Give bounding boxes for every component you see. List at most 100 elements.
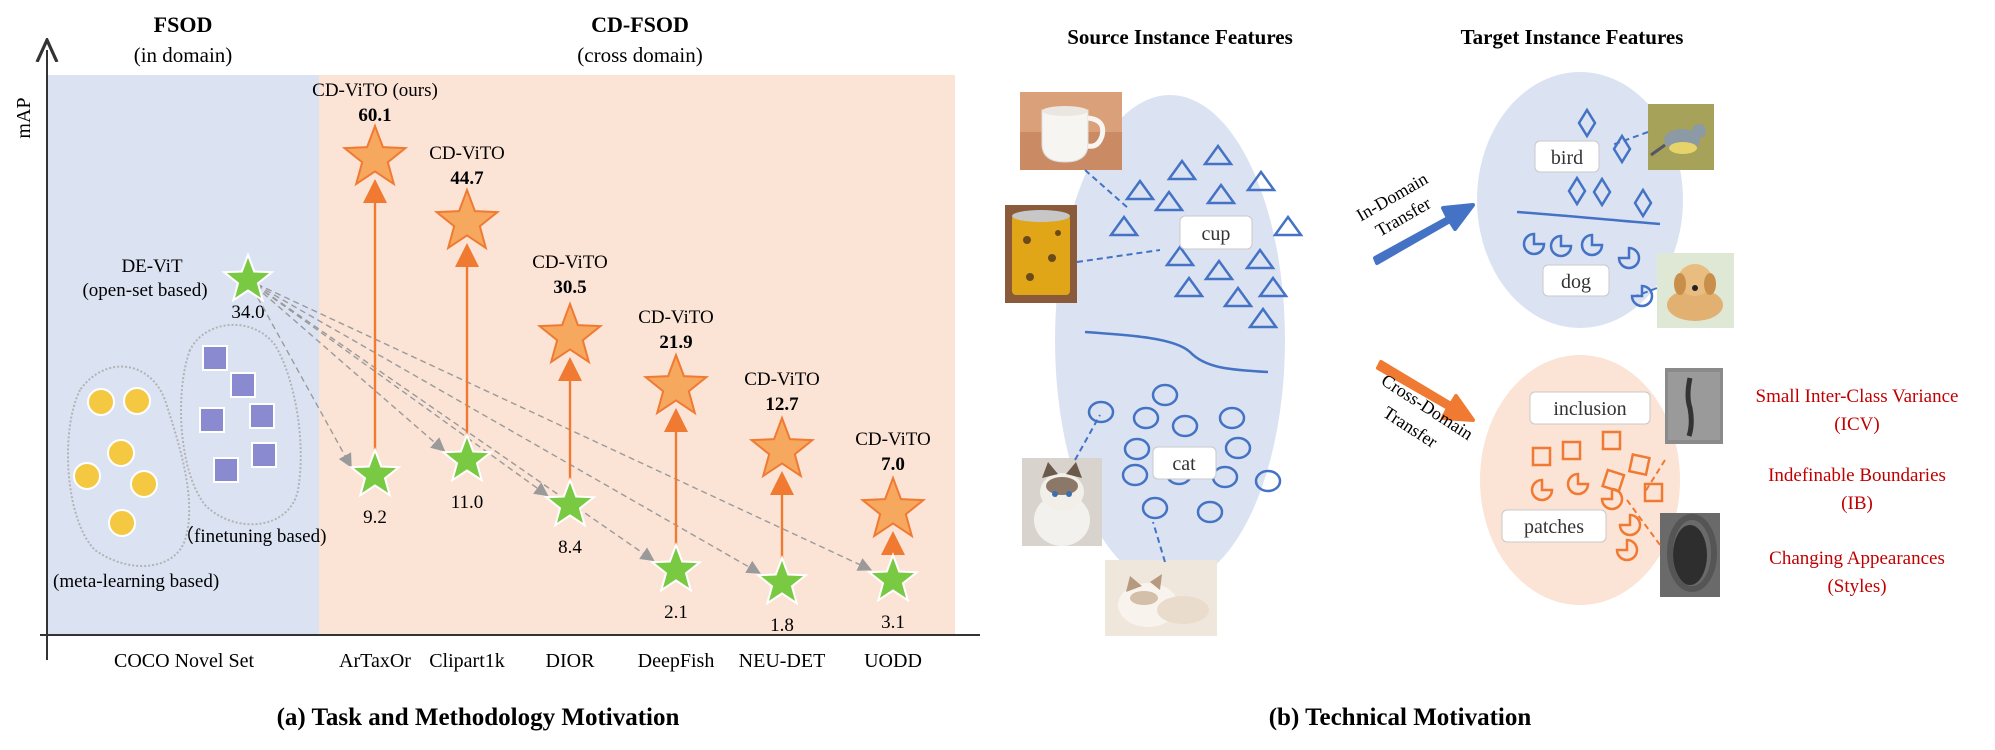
orange-pacmen [1530,472,1642,562]
cup-photo [1020,92,1122,170]
devit-column-value: 8.4 [558,537,582,558]
dataset-label: NEU-DET [739,650,826,672]
challenge-ib-line1: Indefinable Boundaries [1768,465,1946,486]
devit-star [866,552,920,603]
defect-photo-2 [1660,513,1720,597]
cdvito-star [433,187,501,251]
cdvito-value: 60.1 [358,105,391,126]
devit-transfer-line [247,279,549,497]
devit-column-value: 11.0 [451,492,484,513]
cdvito-label: CD-ViTO [429,143,505,164]
dataset-label: DIOR [546,650,596,672]
kitten-photo [1105,560,1217,636]
cdfsod-title: CD-FSOD [591,12,689,37]
dog-tag [1542,264,1610,297]
devit-transfer-line [247,279,655,562]
cup-tag [1179,215,1253,250]
patches-tag [1501,509,1607,543]
inclusion-tag [1529,391,1651,425]
cdvito-label: CD-ViTO [638,307,714,328]
devit-transfer-line [247,279,873,571]
cdvito-value: 21.9 [659,332,692,353]
dataset-label: UODD [864,650,922,672]
cat-tag [1152,446,1217,480]
bird-label: bird [1551,147,1583,169]
devit-transfer-line [247,279,352,468]
cdvito-star [642,352,710,416]
defect-photo-1 [1665,368,1723,444]
in-domain-arrow [1373,203,1475,265]
coco-label: COCO Novel Set [114,650,254,672]
target-title: Target Instance Features [1461,25,1684,49]
dog-label: dog [1561,271,1591,293]
finetuning-squares [199,345,277,483]
bird-photo-link [1611,131,1649,146]
defect-photo-1-link [1644,459,1666,493]
cross-domain-background [319,75,955,635]
cdvito-value: 30.5 [553,277,586,298]
cup-triangles [1108,143,1304,329]
y-axis-label: mAP [13,97,35,138]
cat-circles [1087,383,1282,524]
devit-name: DE-ViT [121,256,183,277]
cdvito-label: CD-ViTO [855,429,931,450]
devit-column-value: 9.2 [363,507,387,528]
transfer-dashed-lines [247,279,873,574]
cat-photo-link [1074,414,1101,461]
fsod-title: FSOD [154,12,213,37]
dataset-label: ArTaxOr [339,650,411,672]
panel-a-caption: (a) Task and Methodology Motivation [277,704,680,731]
source-boundary [1084,330,1269,374]
cdvito-label: CD-ViTO (ours) [312,80,438,101]
finetuning-cluster [180,323,302,526]
challenge-icv-line1: Small Inter-Class Variance [1756,386,1959,407]
cdvito-star [341,123,409,187]
panel-b-caption: (b) Technical Motivation [1269,704,1532,731]
devit-star [649,542,703,593]
cat-label: cat [1172,453,1196,475]
devit-star [440,432,494,483]
devit-star [755,555,809,606]
in-domain-background [47,75,319,635]
dog-photo-link [1635,287,1658,297]
bird-photo [1648,104,1714,170]
challenge-ib-line2: (IB) [1841,493,1873,514]
devit-desc: (open-set based) [82,280,207,301]
dataset-label: DeepFish [638,650,715,672]
inclusion-label: inclusion [1553,398,1626,420]
challenge-styles-line1: Changing Appearances [1769,548,1945,569]
bird-tag [1534,140,1600,173]
cross-domain-arrow [1376,360,1475,422]
devit-transfer-line [247,279,761,574]
dog-photo [1657,253,1734,328]
cat-photo [1022,458,1102,546]
cdfsod-subtitle: (cross domain) [577,43,702,67]
meta-learning-label: (meta-learning based) [53,571,219,592]
cdvito-value: 7.0 [881,454,905,475]
cdvito-label: CD-ViTO [744,369,820,390]
cdvito-star [536,301,604,365]
devit-column-value: 2.1 [664,602,688,623]
devit-reference-star [221,252,275,303]
cdvito-value: 12.7 [765,394,799,415]
cup-label: cup [1202,223,1231,245]
target-in-domain-boundary [1516,210,1661,226]
cdvito-value: 44.7 [450,168,484,189]
orange-squares [1531,430,1664,503]
method-stars [221,123,927,606]
cdvito-label: CD-ViTO [532,252,608,273]
devit-star [543,477,597,528]
cdvito-star [859,475,927,539]
dog-pacmen [1522,232,1654,308]
finetuning-label: （finetuning based) [175,525,326,547]
meta-learning-dots [73,387,158,537]
improvement-arrows [363,179,905,559]
challenge-styles-line2: (Styles) [1827,576,1886,597]
devit-column-value: 1.8 [770,615,794,636]
devit-star [348,447,402,498]
cdvito-star [748,415,816,479]
devit-transfer-line [247,279,446,452]
challenge-icv-line2: (ICV) [1834,414,1879,435]
